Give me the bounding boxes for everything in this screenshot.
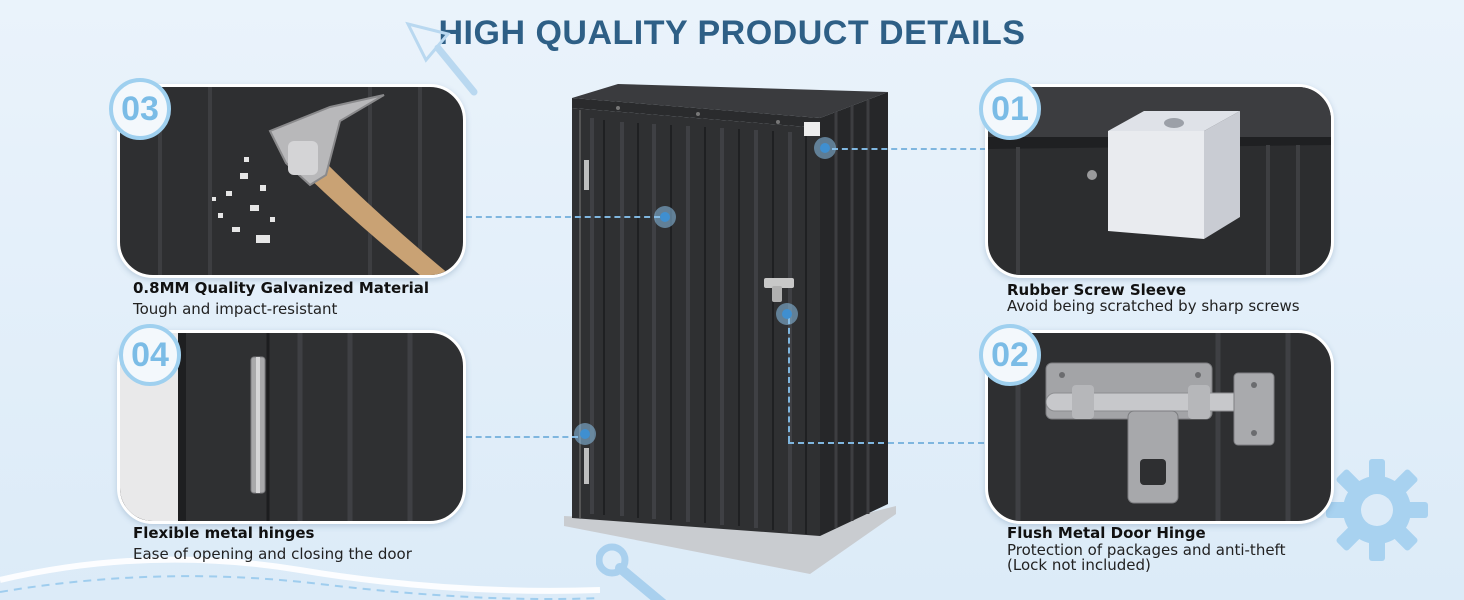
- feature-panel-01: [985, 84, 1334, 278]
- feature-subtitle-03: Tough and impact-resistant: [133, 300, 338, 318]
- feature-number-01: 01: [979, 78, 1041, 140]
- feature-title-04: Flexible metal hinges: [133, 524, 315, 542]
- hammer-icon: [158, 87, 450, 275]
- connector-02-vertical: [788, 318, 790, 442]
- feature-number-02: 02: [979, 324, 1041, 386]
- page-title: HIGH QUALITY PRODUCT DETAILS: [438, 14, 1026, 52]
- wrench-icon: [596, 543, 667, 600]
- feature-number-03: 03: [109, 78, 171, 140]
- hotspot-03[interactable]: [654, 206, 676, 228]
- wave-decoration: [0, 556, 600, 600]
- connector-01: [832, 148, 986, 150]
- feature-subtitle-01: Avoid being scratched by sharp screws: [1007, 297, 1300, 315]
- screw-sleeve-icon: [988, 87, 1331, 275]
- feature-title-02: Flush Metal Door Hinge: [1007, 524, 1206, 542]
- storage-shed-image: [564, 84, 896, 574]
- gear-icon: [1326, 459, 1428, 561]
- connector-04: [466, 436, 578, 438]
- connector-03: [466, 216, 660, 218]
- feature-number-04: 04: [119, 324, 181, 386]
- feature-title-03: 0.8MM Quality Galvanized Material: [133, 279, 430, 297]
- connector-02: [788, 442, 984, 444]
- hotspot-02[interactable]: [776, 303, 798, 325]
- trowel-icon: [405, 21, 478, 96]
- feature-subtitle-02: Protection of packages and anti-theft: [1007, 541, 1286, 559]
- latch-icon: [1015, 333, 1291, 521]
- hotspot-04[interactable]: [574, 423, 596, 445]
- feature-panel-02: [985, 330, 1334, 524]
- feature-panel-03: [117, 84, 466, 278]
- feature-title-01: Rubber Screw Sleeve: [1007, 281, 1187, 299]
- feature-note-02: (Lock not included): [1007, 556, 1151, 574]
- feature-subtitle-04: Ease of opening and closing the door: [133, 545, 412, 563]
- hotspot-01[interactable]: [814, 137, 836, 159]
